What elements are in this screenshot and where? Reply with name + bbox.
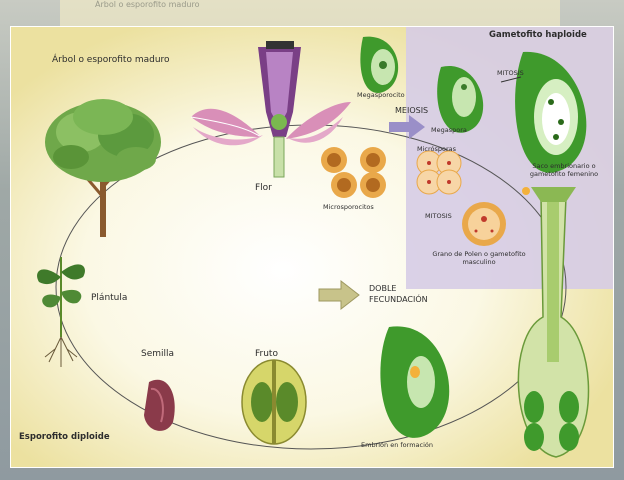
label-megaspore: Megaspora: [431, 126, 467, 134]
label-haploid: Gametofito haploide: [489, 30, 587, 40]
label-double-fert: DOBLE FECUNDACIÓN: [369, 284, 428, 304]
megasporocyte-illustration: [360, 36, 399, 93]
embryo-sac-illustration: [515, 51, 587, 173]
label-embryo-sac: Saco embrionario o gametofito femenino: [529, 162, 599, 178]
label-fruit: Fruto: [255, 349, 278, 359]
microsporocytes-illustration: [321, 147, 386, 198]
label-embryo: Embrión en formación: [361, 441, 434, 449]
double-fert-arrow: [318, 279, 360, 311]
ghost-header-text: Árbol o esporofito maduro: [95, 0, 200, 9]
label-mitosis-mid: MITOSIS: [425, 212, 452, 220]
flower-illustration: [190, 41, 351, 178]
seedling-illustration: [37, 257, 85, 367]
label-meiosis: MEIOSIS: [395, 106, 429, 115]
tree-illustration: [45, 99, 161, 237]
label-seed: Semilla: [141, 349, 175, 359]
label-mitosis-top: MITOSIS: [497, 69, 524, 77]
seed-illustration: [144, 379, 175, 431]
life-cycle-diagram: Árbol o esporofito maduro Flor Megasporo…: [10, 26, 614, 468]
label-flower: Flor: [255, 183, 272, 193]
label-microsporocytes: Microsporocitos: [323, 203, 374, 211]
label-microspores: Micrósporas: [417, 145, 457, 153]
megaspore-illustration: [437, 65, 484, 133]
mitosis-arrow-top: [500, 76, 522, 83]
meiosis-arrow: [389, 115, 425, 139]
label-seedling: Plántula: [91, 293, 128, 303]
label-tree: Árbol o esporofito maduro: [52, 55, 170, 65]
ghost-header: [60, 0, 560, 28]
pollen-grain-illustration: [462, 202, 506, 246]
embryo-illustration: [380, 326, 450, 438]
fruit-illustration: [241, 359, 307, 445]
microspores-illustration: [416, 150, 462, 195]
pistil-section-illustration: [517, 187, 590, 458]
diagram-canvas: [11, 27, 613, 467]
label-pollen: Grano de Polen o gametofito masculino: [432, 250, 526, 266]
label-diploid: Esporofito diploide: [19, 432, 110, 442]
label-megasporocyte: Megasporocito: [357, 91, 405, 99]
